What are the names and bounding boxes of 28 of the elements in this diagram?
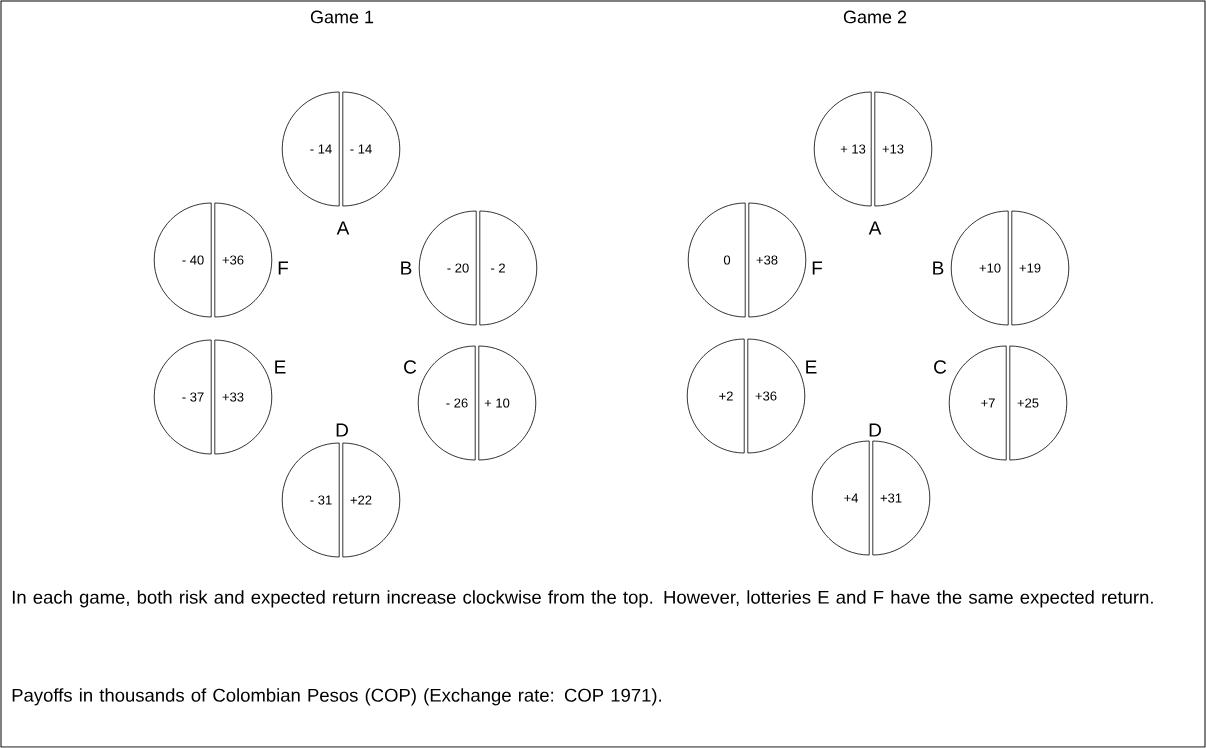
node-label: +36 <box>222 255 244 265</box>
node-label: +31 <box>880 493 902 503</box>
lottery-letter: E <box>275 360 286 374</box>
node-label: + 10 <box>484 398 510 408</box>
lottery-letter: B <box>401 261 412 275</box>
lottery-letter: A <box>336 221 350 235</box>
node-label: +36 <box>755 391 777 401</box>
note-text: In each game, both risk and expected return increase clockwise from the top. However, lotteries E and F have the same expected return. <box>12 590 1153 608</box>
node-label: +19 <box>1019 263 1041 273</box>
note-text: Payoffs in thousands of Colombian Pesos (COP) (Exchange rate: COP 1971). <box>12 688 661 706</box>
lottery-letter: D <box>869 423 881 437</box>
node-label: +25 <box>1017 398 1039 408</box>
lottery-letter: F <box>278 261 289 275</box>
lottery-letter: F <box>812 261 823 275</box>
lottery-letter: A <box>868 221 882 235</box>
lottery-letter: D <box>336 423 348 437</box>
node-label: +22 <box>350 495 372 505</box>
lottery-letter: C <box>404 360 417 374</box>
lottery-letter: C <box>934 360 947 374</box>
node-label: +13 <box>882 144 904 154</box>
node-label: - 14 <box>350 144 372 154</box>
game-title: Game 2 <box>843 10 907 24</box>
game-title: Game 1 <box>310 10 374 24</box>
node-label: +38 <box>756 255 778 265</box>
lottery-letter: B <box>933 261 944 275</box>
lottery-letter: E <box>806 360 817 374</box>
node-label: - 2 <box>491 263 505 273</box>
node-label: +33 <box>222 392 244 402</box>
